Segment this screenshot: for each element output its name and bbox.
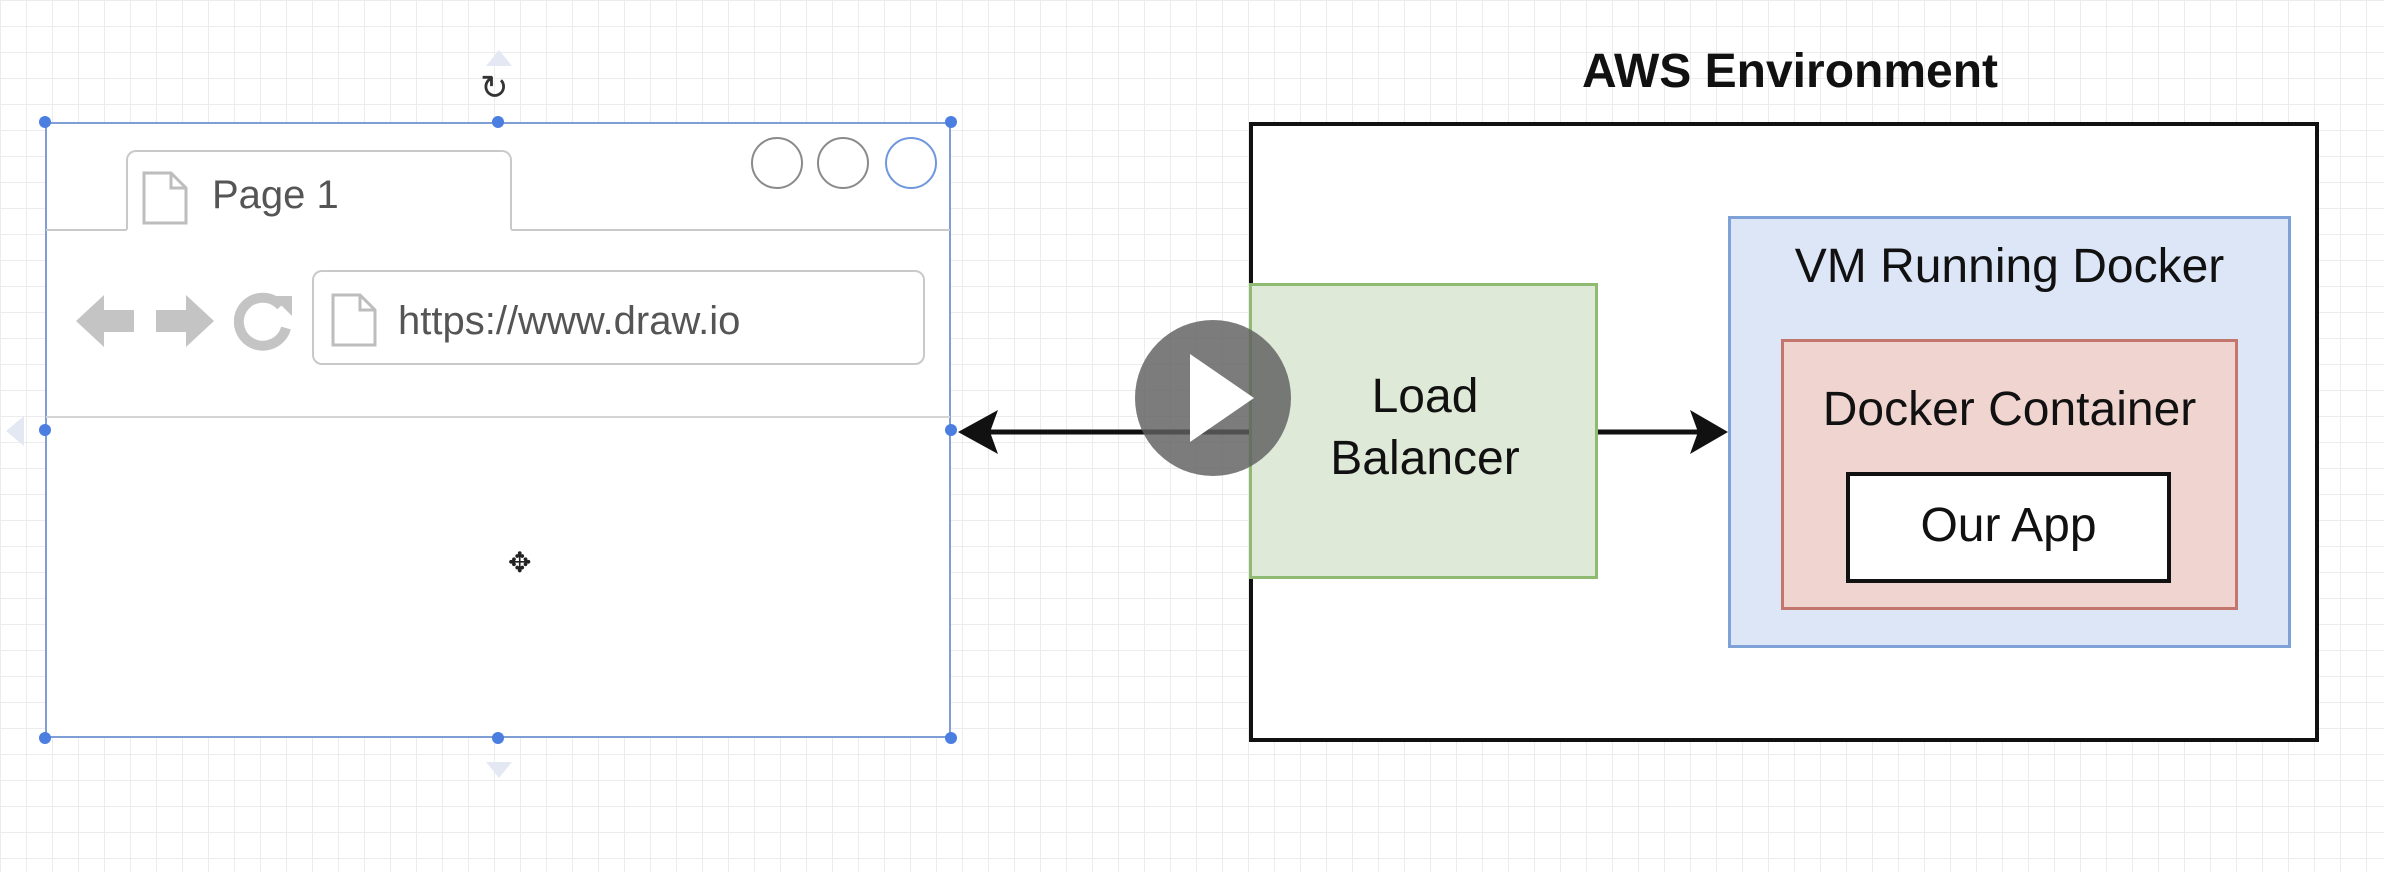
load-balancer-label: Load Balancer (1330, 370, 1520, 485)
resize-handle-bottom-left[interactable] (39, 732, 51, 744)
resize-handle-top[interactable] (492, 116, 504, 128)
docker-container-label: Docker Container (1822, 383, 2197, 436)
page-icon (331, 293, 377, 347)
move-cursor-icon: ✥ (508, 547, 532, 578)
url-text: https://www.draw.io (398, 299, 741, 343)
resize-handle-right[interactable] (945, 424, 957, 436)
resize-handle-left[interactable] (39, 424, 51, 436)
url-bar[interactable] (312, 270, 925, 365)
browser-tab[interactable] (126, 150, 512, 231)
forward-arrow-icon[interactable] (152, 292, 216, 350)
document-icon (142, 171, 188, 225)
load-balancer-to-vm-arrow (1598, 410, 1728, 454)
window-circle-button-2[interactable] (817, 137, 869, 189)
resize-handle-top-right[interactable] (945, 116, 957, 128)
rotate-icon[interactable]: ↻ (480, 69, 509, 107)
reload-icon[interactable] (234, 292, 294, 352)
toolbar-divider (46, 416, 950, 418)
play-icon (1190, 354, 1254, 442)
back-arrow-icon[interactable] (74, 292, 138, 350)
aws-environment-title: AWS Environment (1581, 45, 1999, 98)
resize-handle-bottom-right[interactable] (945, 732, 957, 744)
our-app-box[interactable] (1846, 472, 2171, 583)
resize-handle-bottom[interactable] (492, 732, 504, 744)
connect-arrow-down-icon[interactable] (484, 760, 514, 780)
window-circle-button-3[interactable] (885, 137, 937, 189)
tab-label: Page 1 (212, 173, 339, 217)
vm-label: VM Running Docker (1794, 240, 2225, 293)
resize-handle-top-left[interactable] (39, 116, 51, 128)
window-circle-button-1[interactable] (751, 137, 803, 189)
connect-arrow-up-icon[interactable] (484, 48, 514, 68)
our-app-label: Our App (1920, 499, 2097, 552)
connect-arrow-left-icon[interactable] (4, 414, 26, 448)
